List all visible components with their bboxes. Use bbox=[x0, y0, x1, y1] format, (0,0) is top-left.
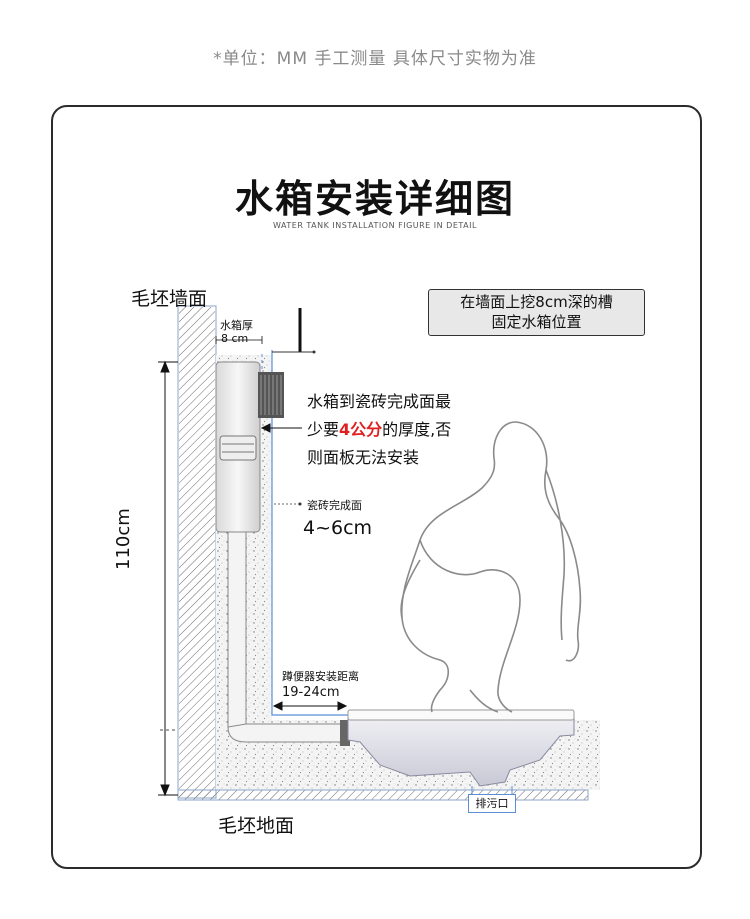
toilet-distance-value: 19-24cm bbox=[282, 685, 340, 700]
drain-pipe bbox=[227, 531, 350, 746]
rough-floor bbox=[177, 789, 589, 801]
slot-instruction-line1: 在墙面上挖8cm深的槽 bbox=[460, 293, 613, 311]
warning-line2-pre: 少要 bbox=[307, 420, 340, 439]
warning-text: 水箱到瓷砖完成面最 少要4公分的厚度,否 则面板无法安装 bbox=[307, 388, 451, 472]
toilet-distance-label: 蹲便器安装距离 bbox=[282, 670, 359, 683]
height-dimension bbox=[158, 360, 178, 797]
diagram-title: 水箱安装详细图 bbox=[234, 177, 515, 221]
floor-label: 毛坯地面 bbox=[218, 815, 295, 837]
squat-toilet bbox=[347, 709, 575, 787]
drain-label: 排污口 bbox=[468, 794, 516, 813]
tank-thickness-dimension bbox=[215, 336, 263, 344]
tank-thickness-label: 水箱厚 bbox=[220, 319, 253, 332]
tank-thickness-value: 8 cm bbox=[221, 332, 249, 345]
water-tank bbox=[215, 361, 284, 533]
warning-highlight: 4公分 bbox=[339, 420, 383, 439]
wall-label: 毛坯墙面 bbox=[131, 288, 208, 310]
height-label: 110cm bbox=[113, 508, 134, 570]
warning-line1: 水箱到瓷砖完成面最 bbox=[307, 392, 452, 411]
toilet-distance-dimension bbox=[272, 701, 348, 711]
warning-line3: 则面板无法安装 bbox=[307, 448, 420, 467]
tile-surface-label: 瓷砖完成面 bbox=[307, 499, 362, 512]
slot-instruction-box: 在墙面上挖8cm深的槽 固定水箱位置 bbox=[428, 289, 645, 336]
tile-finish-line bbox=[271, 350, 350, 716]
unit-note: *单位：MM 手工测量 具体尺寸实物为准 bbox=[213, 49, 537, 69]
squatting-person-outline bbox=[400, 421, 582, 713]
warning-pointer bbox=[260, 423, 302, 433]
slot-instruction-line2: 固定水箱位置 bbox=[491, 313, 582, 331]
warning-line2-post: 的厚度,否 bbox=[382, 420, 452, 439]
diagram-subtitle: WATER TANK INSTALLATION FIGURE IN DETAIL bbox=[273, 221, 477, 230]
tile-thickness-label: 4~6cm bbox=[303, 517, 373, 539]
warning-line2: 少要4公分的厚度,否 bbox=[307, 416, 451, 444]
rough-wall bbox=[177, 305, 217, 799]
